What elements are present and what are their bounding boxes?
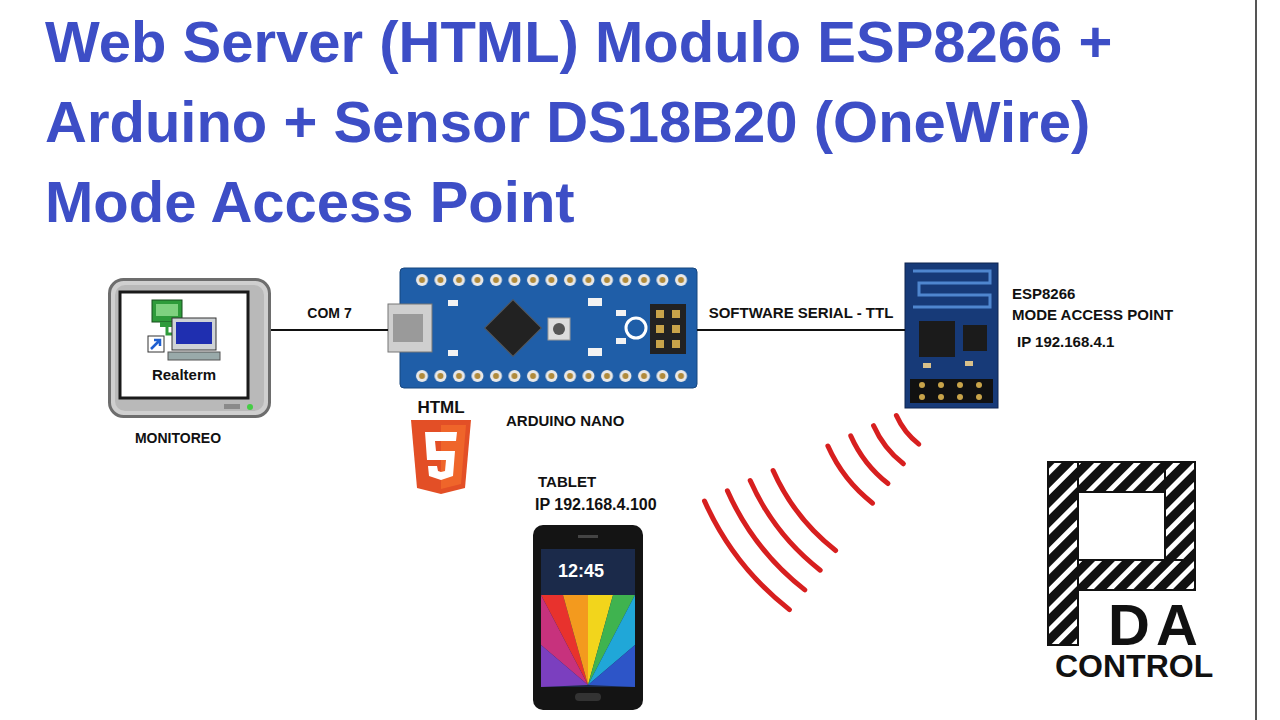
html5-logo: HTML: [408, 396, 474, 492]
tablet-drawing: [533, 525, 643, 710]
app-name: Realterm: [120, 366, 248, 384]
link-label: SOFTWARE SERIAL - TTL: [706, 304, 897, 322]
arduino-board: ARDUINO NANO: [388, 268, 697, 388]
module-mode: MODE ACCESS POINT: [1012, 306, 1187, 324]
esp8266-drawing: [905, 263, 998, 408]
ip-address: IP 192.168.4.1: [1017, 333, 1187, 351]
board-caption: ARDUINO NANO: [506, 412, 656, 430]
monitor-terminal: RealtermMONITOREO: [108, 278, 271, 418]
wireless-waves: [705, 416, 919, 610]
module-name: ESP8266: [1012, 285, 1187, 303]
ip-address: IP 192.168.4.100: [535, 495, 685, 514]
logo-text: CONTROL: [1055, 650, 1213, 682]
device-caption: TABLET: [538, 473, 658, 491]
logo-text: HTML: [401, 398, 481, 418]
tablet-device: TABLETIP 192.168.4.100: [533, 525, 643, 710]
logo-text: DA: [1108, 596, 1204, 654]
edge-line: [1255, 0, 1257, 720]
html5-shield: [411, 420, 471, 494]
monitor-drawing: [110, 280, 270, 417]
serial-link: [697, 329, 905, 331]
clock-text: 12:45: [558, 562, 604, 580]
arduino-drawing: [388, 268, 697, 388]
serial-link: [271, 329, 388, 331]
diagram-title: Web Server (HTML) Modulo ESP8266 + Ardui…: [45, 2, 1195, 242]
device-caption: MONITOREO: [83, 430, 273, 447]
link-label: COM 7: [304, 305, 354, 322]
esp8266-module: ESP8266MODE ACCESS POINTIP 192.168.4.1: [905, 263, 998, 408]
